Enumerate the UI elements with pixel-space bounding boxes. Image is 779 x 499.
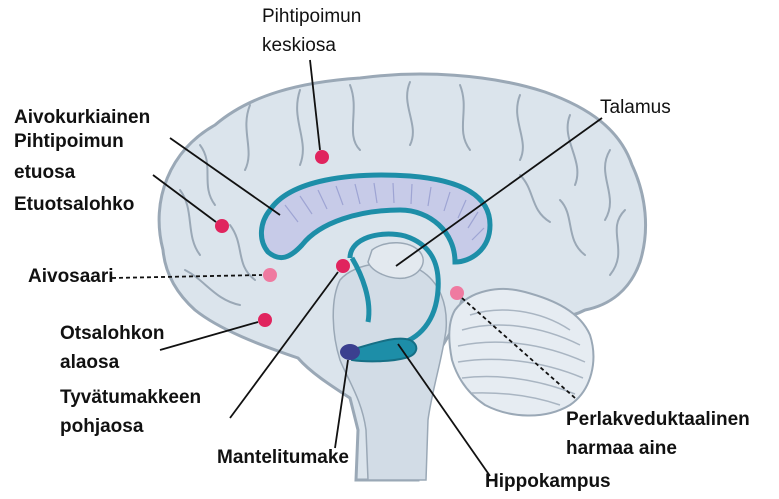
label-pihtipoimun-keskiosa-line1: Pihtipoimun bbox=[262, 5, 361, 29]
label-perlakveduktaalinen-line1: Perlakveduktaalinen bbox=[566, 408, 750, 432]
label-otsalohkon-alaosa-line2: alaosa bbox=[60, 351, 119, 375]
label-pihtipoimun-keskiosa-line2: keskiosa bbox=[262, 34, 336, 58]
label-pihtipoimun-etuosa-line2: etuosa bbox=[14, 161, 75, 185]
marker-pihtipoimun-keskiosa bbox=[315, 150, 329, 164]
label-perlakveduktaalinen-line2: harmaa aine bbox=[566, 437, 677, 461]
label-tyvatumakkeen-line2: pohjaosa bbox=[60, 415, 143, 439]
marker-aivosaari bbox=[263, 268, 277, 282]
label-aivokurkiainen: Aivokurkiainen bbox=[14, 106, 150, 130]
label-tyvatumakkeen-line1: Tyvätumakkeen bbox=[60, 386, 201, 410]
label-talamus: Talamus bbox=[600, 96, 671, 120]
label-pihtipoimun-etuosa-line1: Pihtipoimun bbox=[14, 130, 124, 154]
label-etuotsalohko: Etuotsalohko bbox=[14, 193, 134, 217]
marker-perlakveduktaalinen bbox=[450, 286, 464, 300]
label-otsalohkon-alaosa-line1: Otsalohkon bbox=[60, 322, 165, 346]
marker-otsalohkon-alaosa bbox=[258, 313, 272, 327]
marker-pihtipoimun-etuosa bbox=[215, 219, 229, 233]
label-hippokampus: Hippokampus bbox=[485, 470, 611, 494]
marker-tyvatumakkeen bbox=[336, 259, 350, 273]
label-mantelitumake: Mantelitumake bbox=[217, 446, 349, 470]
label-aivosaari: Aivosaari bbox=[28, 265, 114, 289]
amygdala bbox=[340, 344, 360, 360]
brainstem bbox=[333, 263, 446, 480]
